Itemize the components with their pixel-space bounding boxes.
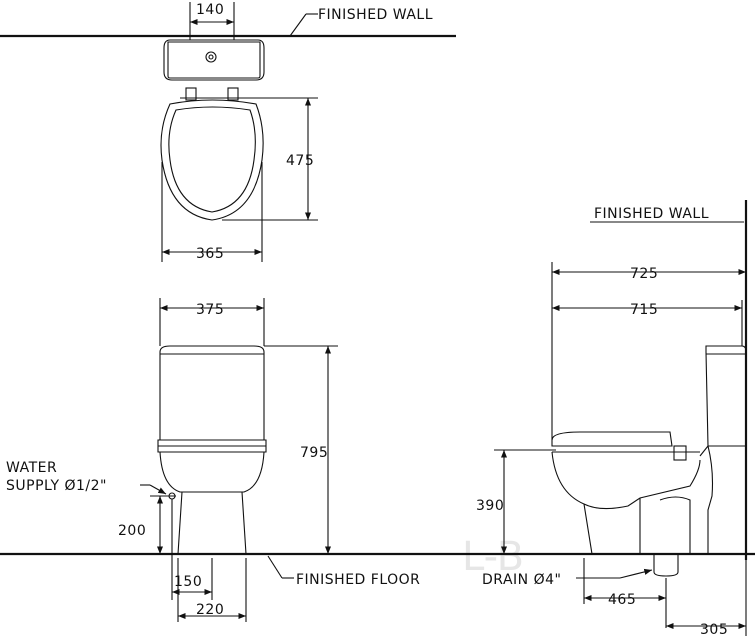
dim-365: 365 [196, 246, 224, 262]
tank-side-outline [705, 345, 747, 447]
dim-375: 375 [196, 302, 224, 318]
finished-floor-label: FINISHED FLOOR [296, 572, 420, 588]
water-supply-label-line1: WATER [6, 460, 57, 476]
watermark: L-B [462, 534, 524, 580]
dim-305: 305 [700, 622, 728, 638]
front-view: FINISHED FLOOR 375 795 WATER SUPPLY Ø1/2… [0, 298, 755, 622]
pedestal-front [177, 491, 247, 555]
dim-715: 715 [630, 302, 658, 318]
dim-465: 465 [608, 592, 636, 608]
seat-outline [160, 99, 264, 221]
dim-390: 390 [476, 498, 504, 514]
dim-725: 725 [630, 266, 658, 282]
hinge-right [227, 87, 239, 101]
dim-475: 475 [286, 153, 314, 169]
finished-wall-label-side: FINISHED WALL [594, 206, 709, 222]
trapway-side [639, 496, 691, 554]
leader-water-supply [149, 484, 167, 495]
drain-pipe [653, 554, 679, 577]
dim-200: 200 [118, 523, 146, 539]
hinge-left [185, 87, 197, 101]
leader-drain [619, 568, 653, 579]
dim-795: 795 [300, 445, 328, 461]
leader-finished-wall-top [289, 13, 307, 37]
bowl-front [159, 451, 265, 493]
water-supply-label-line2: SUPPLY Ø1/2" [6, 478, 107, 494]
top-view: FINISHED WALL 140 475 365 [0, 2, 456, 262]
bowl-side [551, 444, 714, 555]
seat-front [157, 439, 267, 453]
dim-220: 220 [196, 602, 224, 618]
side-view: FINISHED WALL 725 715 390 DRAIN Ø4" [476, 200, 748, 638]
leader-finished-floor [267, 555, 283, 579]
drain-label: DRAIN Ø4" [482, 572, 561, 588]
tank-top-outline [163, 39, 265, 81]
finished-wall-label-top: FINISHED WALL [318, 7, 433, 23]
dim-150: 150 [174, 574, 202, 590]
hinge-side [673, 445, 687, 461]
flush-button [205, 51, 217, 63]
seat-side [551, 431, 673, 447]
tank-front-outline [159, 345, 265, 441]
dim-140: 140 [196, 2, 224, 18]
